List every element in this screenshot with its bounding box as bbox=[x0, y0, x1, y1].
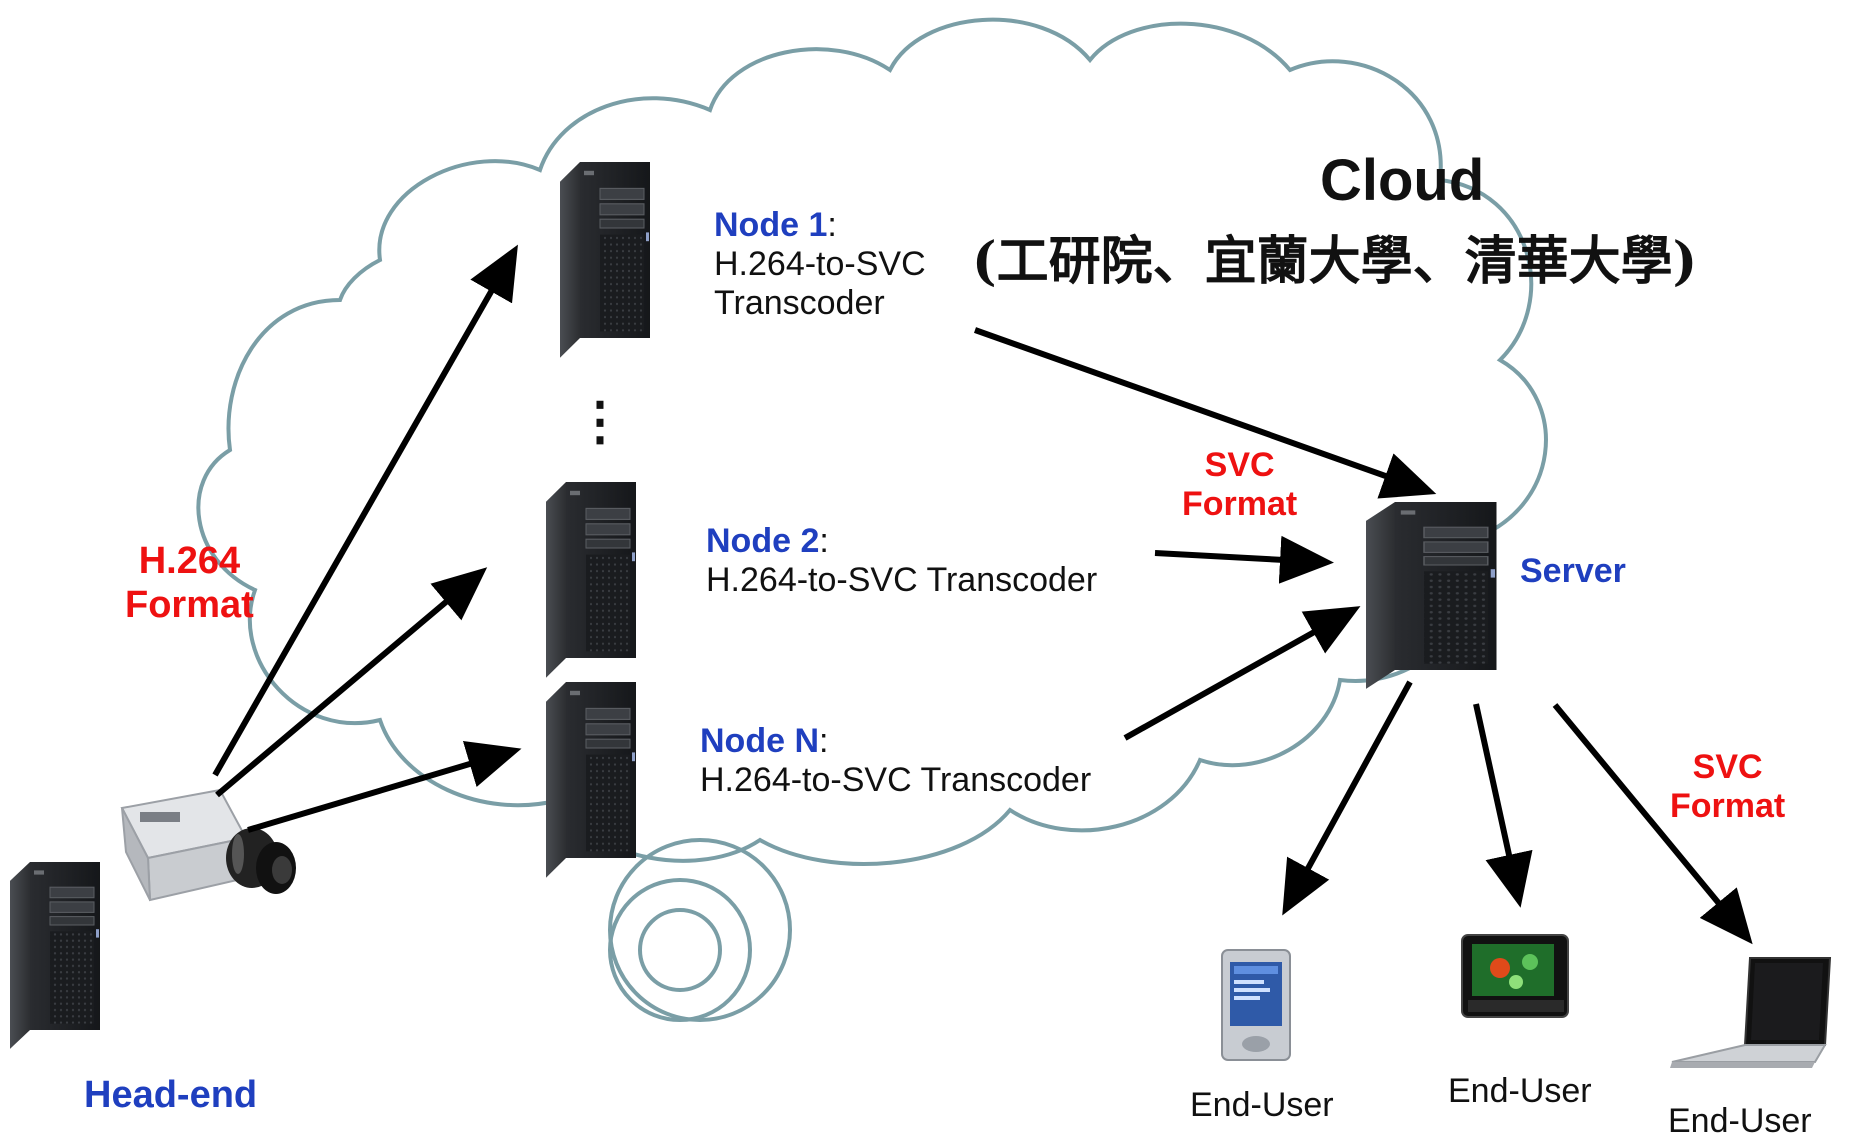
arrow-headend-to-nodeN bbox=[247, 740, 522, 833]
nodes-ellipsis: ⋮ bbox=[574, 393, 626, 451]
smartphone-icon bbox=[1461, 934, 1569, 1018]
h264-format-label: H.264 Format bbox=[125, 540, 254, 627]
head-end-server-icon bbox=[9, 861, 101, 1050]
node2-server-icon bbox=[545, 481, 637, 679]
nodeN-desc: H.264-to-SVC Transcoder bbox=[700, 761, 1092, 800]
end-user-label-pda: End-User bbox=[1190, 1086, 1334, 1124]
svc-mid-line2: Format bbox=[1182, 485, 1298, 524]
svc-format-mid-label: SVC Format bbox=[1182, 446, 1297, 524]
server-label: Server bbox=[1520, 552, 1626, 590]
svc-out-line1: SVC bbox=[1692, 748, 1763, 786]
cloud-title: Cloud bbox=[1320, 148, 1485, 213]
node1-desc-line2: Transcoder bbox=[714, 284, 885, 323]
cloud-puffs bbox=[608, 838, 792, 1022]
node2-label: Node 2: H.264-to-SVC Transcoder bbox=[706, 522, 1097, 600]
arrow-node2-to-server bbox=[1154, 535, 1334, 584]
nodeN-server-icon bbox=[545, 681, 637, 879]
laptop-icon bbox=[1670, 957, 1832, 1068]
h264-format-line1: H.264 bbox=[138, 540, 241, 582]
node1-name: Node 1 bbox=[714, 206, 828, 244]
ip-camera-icon bbox=[120, 788, 296, 902]
end-user-label-phone: End-User bbox=[1448, 1072, 1592, 1110]
head-end-label: Head-end bbox=[84, 1074, 258, 1116]
nodeN-name: Node N bbox=[700, 722, 819, 760]
node1-server-icon bbox=[559, 161, 651, 359]
nodeN-colon: : bbox=[819, 722, 829, 760]
node2-name: Node 2 bbox=[706, 522, 820, 560]
node2-colon: : bbox=[819, 522, 829, 560]
arrow-nodeN-to-server bbox=[1123, 606, 1361, 741]
node1-desc-line1: H.264-to-SVC bbox=[714, 245, 926, 284]
svc-out-line2: Format bbox=[1670, 787, 1786, 826]
nodeN-label: Node N: H.264-to-SVC Transcoder bbox=[700, 722, 1091, 800]
node2-desc: H.264-to-SVC Transcoder bbox=[706, 561, 1098, 600]
pda-icon bbox=[1221, 949, 1291, 1061]
central-server-icon bbox=[1365, 501, 1498, 690]
arrows bbox=[212, 244, 1753, 945]
arrow-server-to-pda bbox=[1282, 680, 1413, 916]
arrow-server-to-laptop bbox=[1552, 703, 1753, 945]
node1-colon: : bbox=[827, 206, 837, 244]
arrow-headend-to-node2 bbox=[215, 567, 488, 798]
arrow-node1-to-server bbox=[973, 327, 1437, 499]
cloud-subtitle: (工研院、宜蘭大學、清華大學) bbox=[972, 231, 1698, 292]
end-user-label-laptop: End-User bbox=[1668, 1102, 1812, 1140]
arrow-server-to-phone bbox=[1473, 703, 1533, 908]
h264-format-line2: Format bbox=[125, 583, 254, 626]
svc-mid-line1: SVC bbox=[1204, 446, 1275, 484]
svc-format-out-label: SVC Format bbox=[1670, 748, 1785, 826]
arrow-headend-to-node1 bbox=[212, 244, 518, 777]
node1-label: Node 1: H.264-to-SVC Transcoder bbox=[714, 206, 926, 323]
